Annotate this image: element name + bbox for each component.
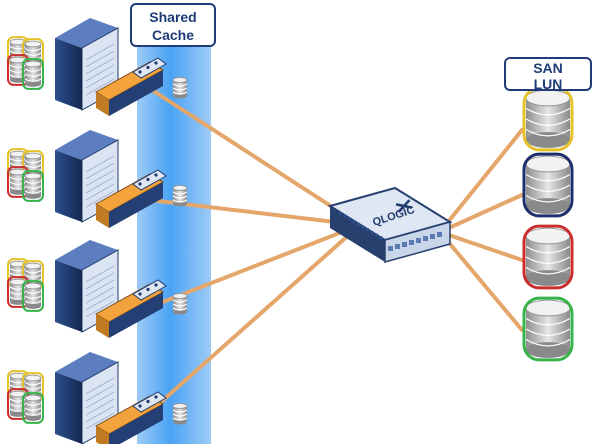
local-disk-stack (7, 36, 44, 90)
hba-adapter-card (95, 169, 167, 228)
cache-disk-icon (172, 402, 188, 425)
switch-ports (339, 212, 442, 251)
san-lun-label: SAN LUN (504, 57, 592, 91)
server-node (7, 352, 167, 444)
local-disk-icon (22, 170, 44, 202)
hba-adapter-card (95, 57, 167, 116)
server-node (7, 18, 167, 116)
link-line (438, 128, 524, 234)
qlogic-switch: QLOGIC (327, 186, 453, 263)
hba-adapter-card (95, 391, 167, 444)
qlogic-logo-icon (395, 199, 413, 213)
cache-disk-icon (172, 292, 188, 315)
server-node (7, 130, 167, 228)
san-lun-label-line1: SAN (533, 60, 563, 76)
link-line (148, 223, 362, 309)
cache-disk-icon (172, 184, 188, 207)
san-lun-disk-icon (522, 224, 574, 290)
hba-adapter-card (95, 279, 167, 338)
link-line (438, 193, 524, 234)
san-lun-label-line2: LUN (533, 76, 563, 91)
shared-cache-label-line2: Cache (151, 27, 195, 43)
shared-cache-label: Shared Cache (130, 3, 216, 47)
local-disk-icon (22, 392, 44, 424)
san-lun-disk-icon (522, 296, 574, 362)
cache-disk-icon (172, 76, 188, 99)
san-lun-disk-icon (522, 86, 574, 152)
shared-cache-label-line1: Shared (149, 9, 197, 25)
local-disk-stack (7, 370, 44, 424)
link-line (150, 88, 362, 227)
shared-cache-band (137, 44, 211, 444)
link-line (438, 230, 524, 262)
local-disk-stack (7, 148, 44, 202)
san-lun-disk-icon (522, 152, 574, 218)
link-line (438, 230, 524, 332)
local-disk-stack (7, 258, 44, 312)
local-disk-icon (22, 280, 44, 312)
link-line (150, 223, 362, 412)
local-disk-icon (22, 260, 44, 290)
local-disk-icon (22, 58, 44, 90)
server-node (7, 240, 167, 338)
